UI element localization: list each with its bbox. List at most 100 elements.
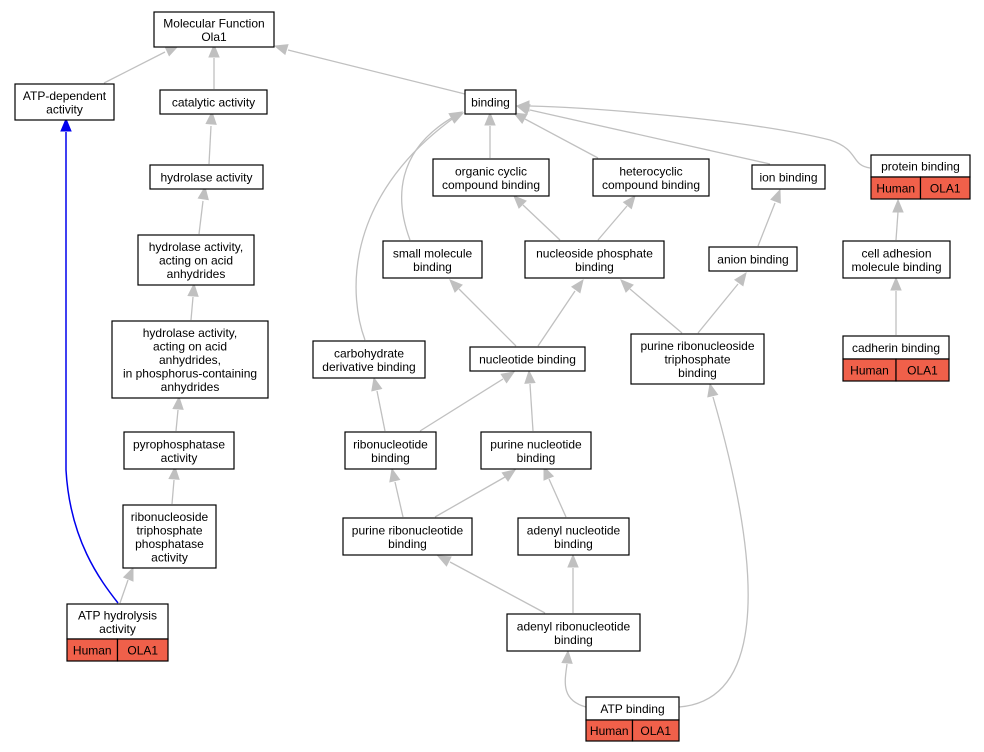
edge-atphydro-atpdep-hl — [65, 132, 119, 604]
go-term-box — [344, 431, 437, 470]
go-term-label: binding — [575, 260, 614, 274]
edge-protein-binding-arrowhead — [515, 100, 530, 112]
go-term-binding[interactable]: binding — [464, 89, 517, 115]
go-term-label: ATP binding — [600, 702, 664, 716]
edge-atphydro-rntphos — [119, 579, 129, 604]
go-term-label: anhydrides — [161, 380, 220, 394]
edge-atpbind-purrnttp — [678, 396, 749, 708]
go-term-label: derivative binding — [322, 360, 415, 374]
edge-carb-binding — [355, 116, 456, 341]
go-term-label: hydrolase activity — [160, 171, 252, 185]
go-term-hyd-phos[interactable]: hydrolase activity,acting on acidanhydri… — [111, 320, 269, 399]
go-term-nucleotide[interactable]: nucleotide binding — [469, 346, 586, 372]
edge-protein-binding — [529, 105, 871, 169]
go-term-label: binding — [554, 633, 593, 647]
edge-ribonuc-carb — [376, 390, 386, 432]
edge-binding-mf — [287, 49, 466, 95]
go-term-box — [480, 431, 592, 470]
edge-rntphos-pyrophos — [171, 479, 175, 505]
go-term-label: organic cyclic — [455, 164, 527, 178]
go-term-catalytic[interactable]: catalytic activity — [159, 89, 268, 115]
edge-adenribo-purribo — [449, 561, 546, 614]
go-term-box — [123, 431, 235, 470]
edge-pyrophos-hydphos — [175, 409, 179, 432]
go-term-label: adenyl ribonucleotide — [517, 619, 631, 633]
go-term-box — [506, 613, 641, 652]
annotation-gene: OLA1 — [907, 364, 938, 378]
go-term-label: acting on acid — [159, 254, 233, 268]
go-term-rnt-phos[interactable]: ribonucleosidetriphosphatephosphataseact… — [122, 504, 217, 569]
go-term-box — [137, 234, 255, 286]
go-term-label: binding — [554, 537, 593, 551]
go-term-label: catalytic activity — [172, 96, 255, 110]
edge-anion-ion-arrowhead — [770, 188, 781, 204]
edge-hydphos-hydacid-arrowhead — [187, 282, 199, 297]
go-term-label: ion binding — [759, 171, 817, 185]
go-term-hyd-acid[interactable]: hydrolase activity,acting on acidanhydri… — [137, 234, 255, 286]
edge-celladh-protein — [895, 211, 899, 241]
go-term-box — [432, 158, 550, 197]
go-term-box — [751, 164, 826, 190]
edge-purrnttp-anion-arrowhead — [733, 271, 747, 287]
edge-atpbind-adenribo-arrowhead — [561, 649, 573, 664]
go-term-label: purine nucleotide — [490, 437, 582, 451]
edge-nucleotide-nucphos-arrowhead — [570, 278, 584, 294]
edge-hydrolase-catalytic-arrowhead — [205, 110, 217, 125]
go-term-label: protein binding — [881, 160, 960, 174]
go-term-label: binding — [471, 96, 510, 110]
go-term-ion-binding[interactable]: ion binding — [751, 164, 826, 190]
edge-rntphos-pyrophos-arrowhead — [168, 465, 180, 480]
edge-catalytic-mf-arrowhead — [208, 43, 220, 58]
edge-ribonuc-nucleotide-arrowhead — [500, 371, 516, 384]
edge-orgcyc-binding-arrowhead — [484, 111, 496, 126]
edge-ribonuc-nucleotide — [419, 378, 504, 432]
go-term-label: phosphatase — [135, 537, 204, 551]
go-term-label: nucleotide binding — [479, 353, 576, 367]
go-term-label: activity — [151, 550, 188, 564]
go-term-label: compound binding — [442, 178, 540, 192]
edge-ribonuc-carb-arrowhead — [371, 376, 383, 392]
edge-nucleotide-smallmol-arrowhead — [449, 279, 463, 293]
go-term-box — [524, 240, 665, 279]
edges-layer — [60, 43, 904, 708]
go-term-label: adenyl nucleotide — [527, 523, 621, 537]
edge-hydphos-hydacid — [190, 296, 194, 321]
edge-nucphos-orgcyc — [522, 204, 561, 241]
edge-carb-binding-arrowhead — [449, 112, 465, 124]
go-term-box — [630, 333, 765, 385]
go-term-label: pyrophosphatase — [133, 437, 225, 451]
go-term-box — [153, 11, 275, 48]
go-term-anion[interactable]: anion binding — [708, 246, 798, 272]
go-term-label: activity — [46, 102, 83, 116]
go-term-hydrolase[interactable]: hydrolase activity — [149, 164, 264, 190]
go-term-label: ribonucleoside — [131, 510, 209, 524]
go-term-box — [517, 517, 630, 556]
edge-nucleotide-nucphos — [537, 290, 576, 347]
annotation-species: Human — [590, 724, 629, 738]
go-term-label: ribonucleotide — [353, 437, 428, 451]
edge-celladh-protein-arrowhead — [892, 198, 904, 213]
edge-atphydro-atpdep-hl-arrowhead — [60, 117, 72, 132]
edge-hydacid-hydrolase-arrowhead — [197, 185, 209, 201]
go-term-box — [159, 89, 268, 115]
edge-purnuc-nucleotide-arrowhead — [524, 369, 536, 384]
